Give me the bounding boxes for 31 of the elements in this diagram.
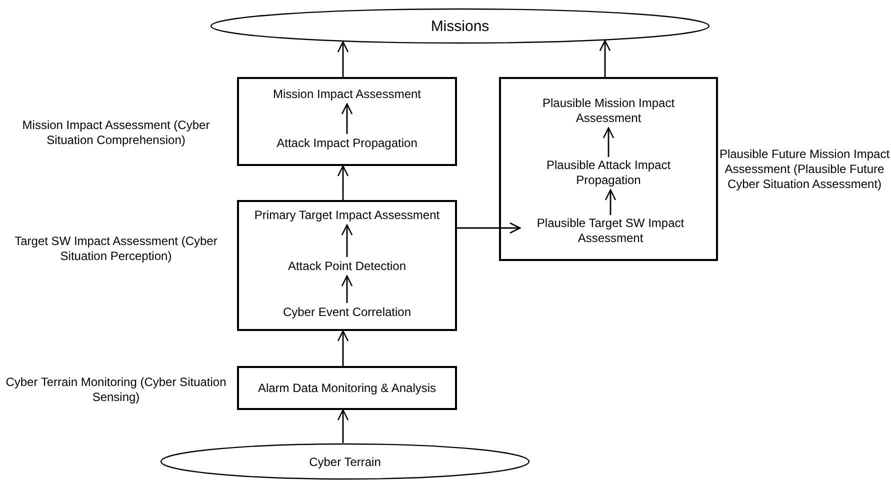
group-box (237, 200, 457, 331)
step-label: Plausible Mission Impact Assessment (521, 95, 696, 127)
process-box: Alarm Data Monitoring & Analysis (237, 366, 457, 410)
arrow (341, 224, 353, 257)
ellipse-node (210, 8, 710, 44)
step-label: Plausible Target SW Impact Assessment (523, 215, 698, 247)
step-label: Primary Target Impact Assessment (241, 206, 453, 224)
arrow (599, 40, 611, 77)
step-label: Mission Impact Assessment (244, 85, 450, 103)
stage-label: Target SW Impact Assessment (Cyber Situation Perception) (14, 234, 218, 264)
group-box (499, 77, 718, 261)
step-label: Plausible Attack Impact Propagation (521, 157, 696, 189)
stage-label: Cyber Terrain Monitoring (Cyber Situation Sensing) (4, 375, 228, 405)
arrow (457, 222, 521, 234)
stage-label: Mission Impact Assessment (Cyber Situation Comprehension) (21, 118, 211, 148)
step-label: Attack Impact Propagation (244, 134, 450, 152)
arrow (337, 330, 349, 366)
arrow (337, 409, 349, 443)
stage-label: Plausible Future Mission Impact Assessment (Plausible Future Cyber Situation Assessment) (718, 147, 891, 192)
node-label: Cyber Terrain (309, 454, 381, 468)
arrow (341, 275, 353, 303)
arrow (602, 127, 614, 157)
arrow (604, 189, 616, 215)
step-label: Cyber Event Correlation (264, 303, 430, 321)
group-box (237, 77, 457, 166)
arrow (337, 41, 349, 77)
ellipse-node (160, 443, 530, 480)
step-label: Attack Point Detection (264, 257, 430, 275)
arrow (341, 103, 353, 134)
node-label: Missions (430, 18, 490, 34)
arrow (337, 165, 349, 200)
